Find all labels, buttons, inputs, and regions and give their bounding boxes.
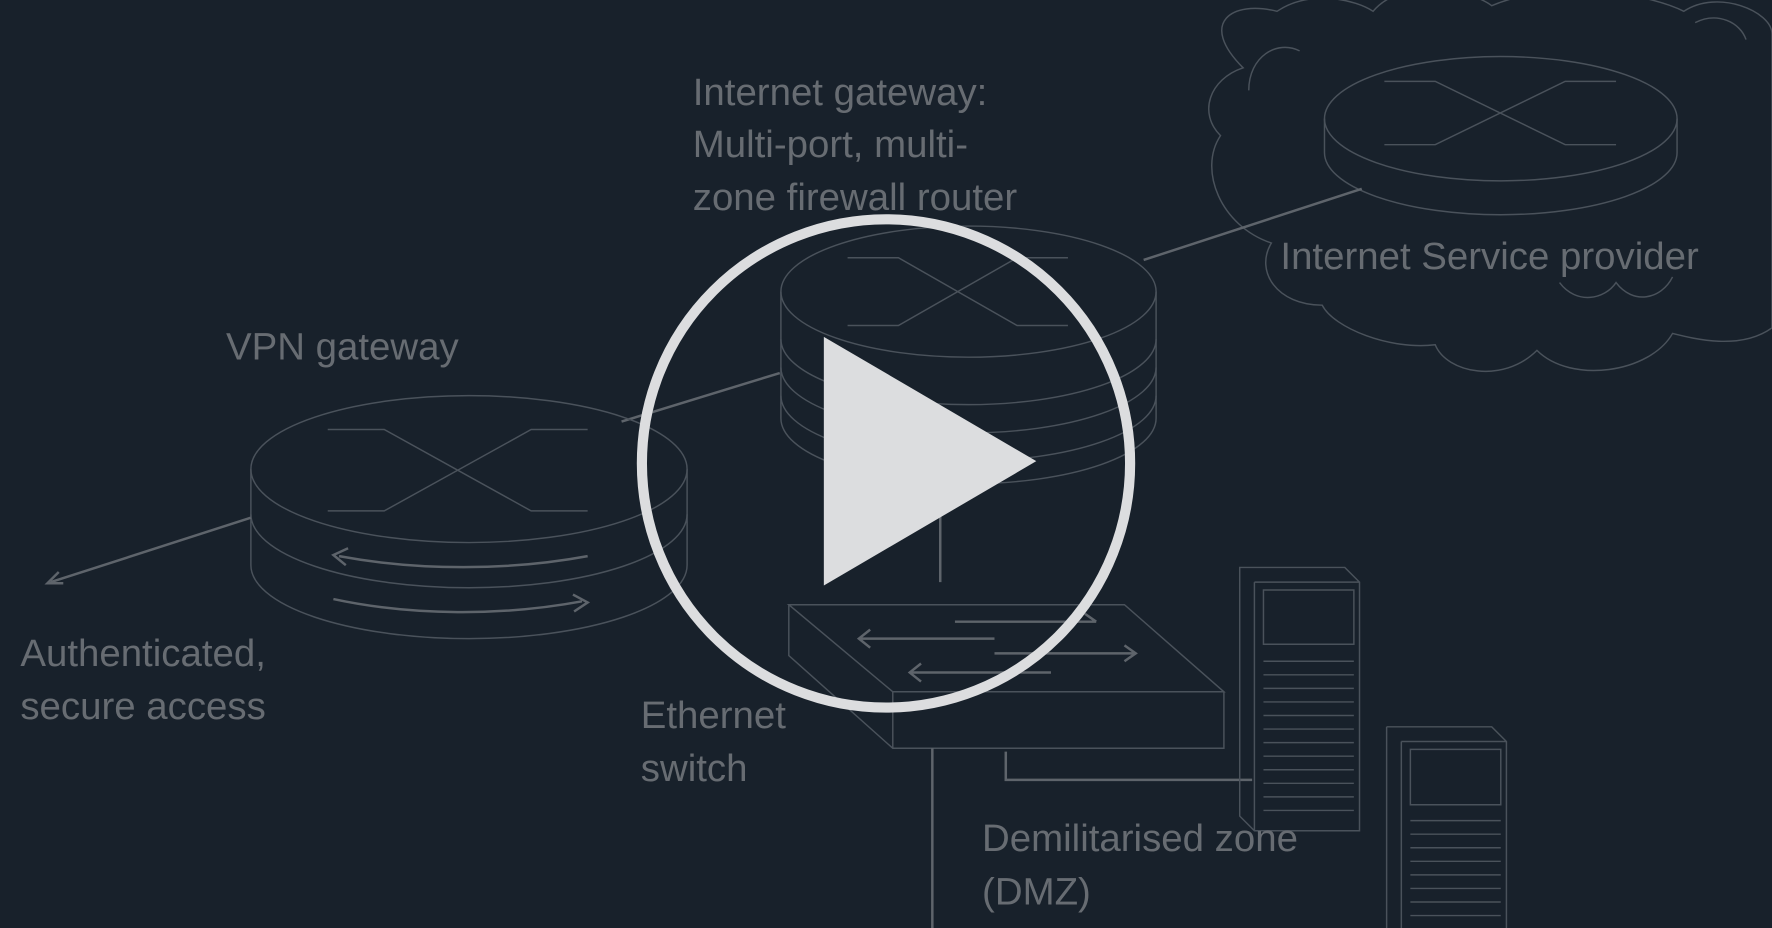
switch-links <box>931 748 1253 928</box>
ethernet-switch <box>786 603 1226 750</box>
isp-router <box>1323 55 1678 216</box>
play-button-ring[interactable] <box>636 214 1136 713</box>
isp-cloud <box>1208 0 1772 373</box>
remote-link <box>50 516 252 584</box>
dmz-server <box>1238 566 1361 832</box>
isp-label: Internet Service provider <box>1280 235 1699 278</box>
remote-arrow <box>44 571 64 585</box>
play-icon[interactable] <box>823 336 1037 586</box>
dmz-server-2 <box>1385 726 1508 928</box>
internet-gateway-label: Internet gateway: Multi-port, multi- zon… <box>693 71 1018 219</box>
vpn-gateway-label: VPN gateway <box>226 325 459 368</box>
play-button[interactable] <box>636 214 1136 713</box>
firewall-router <box>780 225 1157 485</box>
vpn-router <box>250 394 688 640</box>
isp-link <box>1143 187 1363 262</box>
switch-label: Ethernet switch <box>641 694 797 790</box>
remote-access-label: Authenticated, secure access <box>20 632 276 728</box>
dmz-label: Demilitarised zone (DMZ) <box>982 817 1309 913</box>
